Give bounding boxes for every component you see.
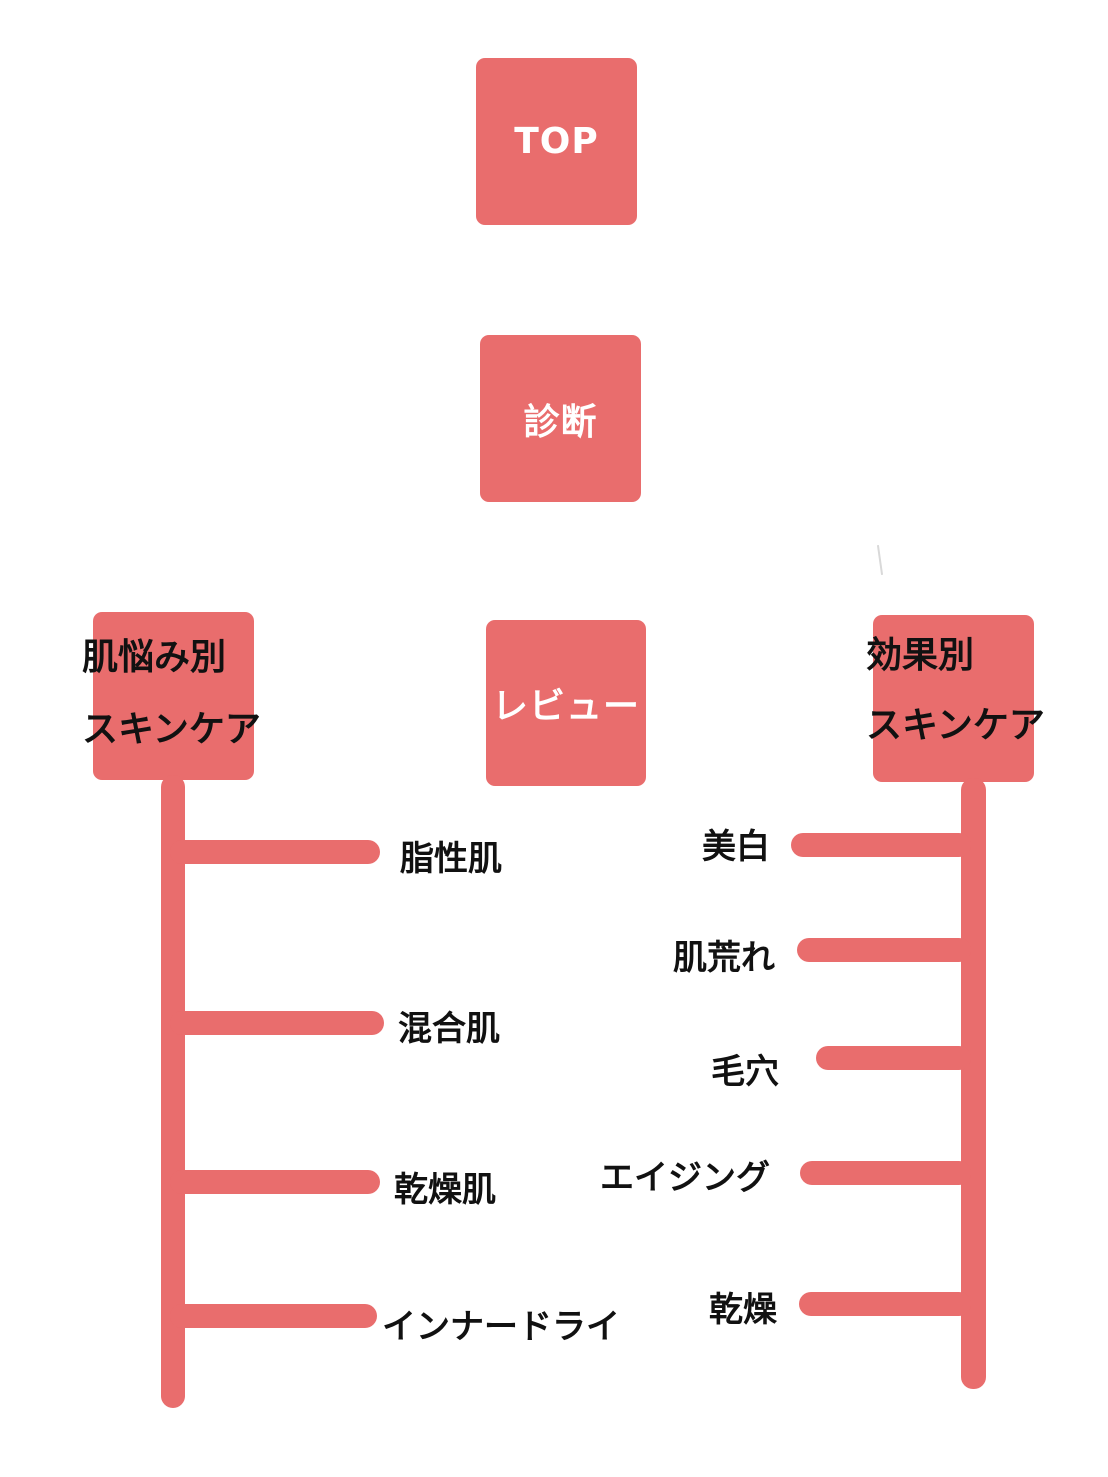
effect-trunk <box>961 778 986 1389</box>
skin-concern-item[interactable]: 混合肌 <box>398 1009 500 1049</box>
skin-concern-title: 肌悩み別 スキンケア <box>82 628 261 760</box>
review-label: レビュー <box>491 686 640 727</box>
skin-concern-branch <box>170 1011 384 1035</box>
effect-item[interactable]: 乾燥 <box>709 1290 777 1330</box>
effect-item[interactable]: 肌荒れ <box>673 938 775 978</box>
skin-concern-item[interactable]: 脂性肌 <box>400 839 502 879</box>
skin-concern-branch <box>170 840 380 864</box>
skin-concern-trunk <box>161 775 185 1408</box>
skin-concern-item[interactable]: インナードライ <box>382 1307 620 1347</box>
effect-title-line2: スキンケア <box>866 705 1045 746</box>
review-box[interactable]: レビュー <box>486 620 646 786</box>
effect-item[interactable]: 美白 <box>702 827 770 867</box>
effect-box[interactable] <box>873 615 1034 782</box>
diagnosis-box[interactable]: 診断 <box>480 335 641 502</box>
effect-title-line1: 効果別 <box>866 635 975 676</box>
effect-branch <box>800 1161 971 1185</box>
skin-concern-item[interactable]: 乾燥肌 <box>394 1170 496 1210</box>
stray-mark <box>876 545 884 575</box>
effect-title: 効果別 スキンケア <box>866 626 1045 756</box>
skin-concern-branch <box>170 1304 377 1328</box>
top-box[interactable]: TOP <box>476 58 637 225</box>
effect-branch <box>797 938 971 962</box>
effect-branch <box>799 1292 971 1316</box>
effect-item[interactable]: 毛穴 <box>711 1052 779 1092</box>
skin-concern-branch <box>170 1170 380 1194</box>
effect-item[interactable]: エイジング <box>600 1158 770 1198</box>
skin-concern-title-line1: 肌悩み別 <box>82 637 227 678</box>
top-label: TOP <box>514 121 599 162</box>
effect-branch <box>816 1046 971 1070</box>
skin-concern-title-line2: スキンケア <box>82 709 261 750</box>
diagnosis-label: 診断 <box>523 401 598 443</box>
effect-branch <box>791 833 971 857</box>
skin-concern-box[interactable] <box>93 612 254 780</box>
